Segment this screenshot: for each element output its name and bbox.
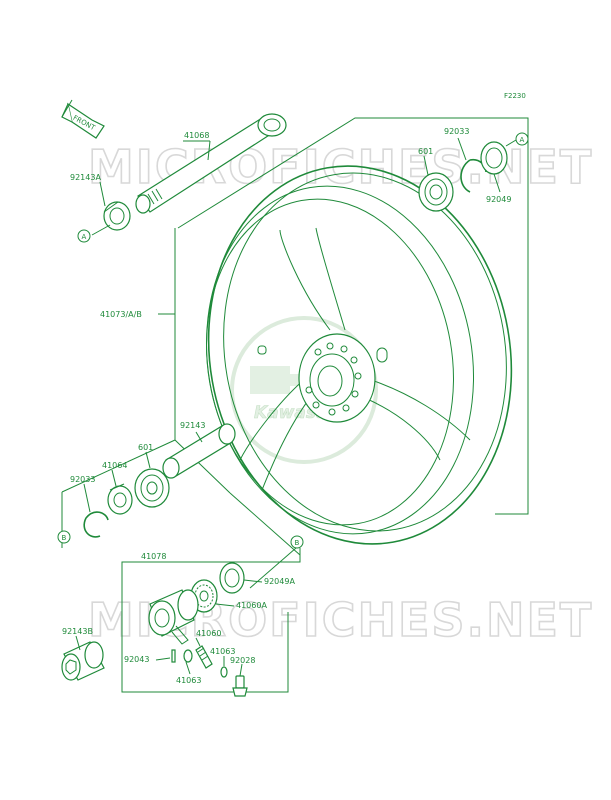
callout-b-left: B [57,530,71,544]
part-label-92143: 92143 [180,421,205,430]
part-label-601-mid: 601 [138,443,153,452]
front-wheel-rim [206,165,513,545]
seal-92049A [219,562,245,594]
part-label-92143B: 92143B [62,627,93,636]
seal-92049 [480,141,508,175]
part-label-92033-mid: 92033 [70,475,95,484]
part-label-92049A: 92049A [264,577,295,586]
part-label-41068: 41068 [184,131,209,140]
front-arrow-icon: FRONT [61,99,105,139]
spacer-92143 [162,423,236,479]
part-label-41073: 41073/A/B [100,310,142,319]
gearbox-housing [148,589,199,645]
axle-41068 [135,113,287,214]
circlip-92033-mid [83,511,109,538]
callout-b-right: B [290,535,304,549]
collar-92143B [61,641,105,681]
pinion-41060 [195,645,213,669]
figure-code: F2230 [504,92,526,100]
part-label-92049: 92049 [486,195,511,204]
bolt-92028 [232,675,248,697]
part-label-41060A: 41060A [236,601,267,610]
part-label-41060: 41060 [196,629,221,638]
part-label-41063-a: 41063 [176,676,201,685]
pin-92043 [171,649,176,663]
svg-text:B: B [295,539,300,547]
collar-41064 [107,483,133,515]
part-label-92043: 92043 [124,655,149,664]
bearing-601-top [418,172,454,212]
collar-92143A [103,201,131,231]
part-label-92143A: 92143A [70,173,101,182]
part-label-92033-top: 92033 [444,127,469,136]
part-label-92028: 92028 [230,656,255,665]
svg-text:A: A [82,233,87,241]
svg-text:B: B [62,534,67,542]
callout-a-right: A [515,132,529,146]
part-label-601-top: 601 [418,147,433,156]
part-label-41078: 41078 [141,552,166,561]
part-label-41064: 41064 [102,461,127,470]
washer-41063-a [183,649,193,663]
svg-text:A: A [520,136,525,144]
washer-41063-b [220,666,228,678]
part-label-41063-b: 41063 [210,647,235,656]
bearing-601-mid [134,468,170,508]
callout-a-left: A [77,229,91,243]
